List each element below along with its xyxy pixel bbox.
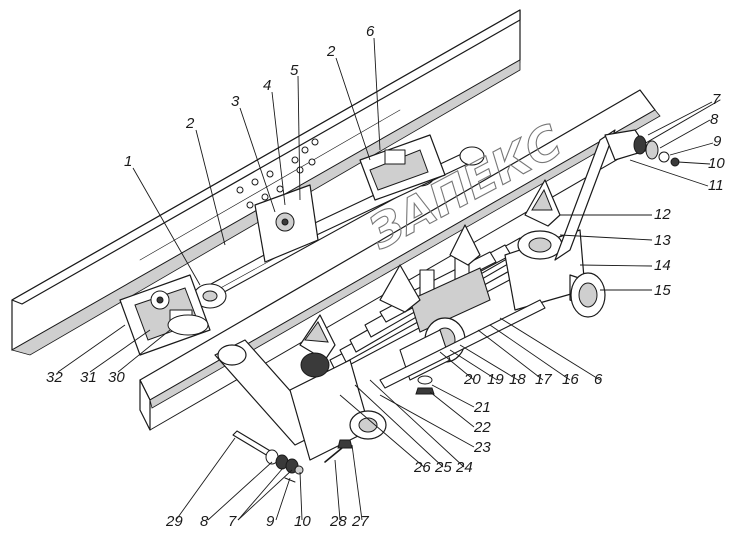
callout-2: 2: [326, 43, 336, 60]
callout-4: 4: [263, 77, 271, 94]
callout-23: 23: [473, 439, 491, 456]
callout-8: 8: [200, 513, 209, 530]
callout-8: 8: [710, 111, 719, 128]
callout-7: 7: [228, 513, 237, 530]
callout-14: 14: [654, 257, 671, 274]
pin-and-nut: [324, 439, 353, 463]
callout-22: 22: [473, 419, 491, 436]
callout-27: 27: [351, 513, 369, 530]
upper-bracket-assembly: [254, 134, 446, 263]
callout-26: 26: [413, 459, 431, 476]
callout-32: 32: [46, 369, 63, 386]
axle-housing-rear: [504, 229, 606, 318]
callout-16: 16: [562, 371, 579, 388]
callout-13: 13: [654, 232, 671, 249]
callout-11: 11: [708, 177, 724, 194]
spring-hanger-middle: [379, 224, 481, 313]
callout-12: 12: [654, 206, 671, 223]
callout-20: 20: [463, 371, 481, 388]
callout-9: 9: [266, 513, 275, 530]
callout-31: 31: [80, 369, 97, 386]
callout-17: 17: [535, 371, 552, 388]
bolt-bushing-kit: [232, 430, 304, 483]
callout-3: 3: [231, 93, 240, 110]
callout-leaders: [57, 37, 714, 521]
callout-25: 25: [434, 459, 452, 476]
callout-19: 19: [487, 371, 504, 388]
callout-6: 6: [366, 23, 375, 40]
callout-15: 15: [654, 282, 671, 299]
lower-reaction-rod: [379, 299, 546, 389]
axle-housing-front: [214, 339, 387, 461]
callout-29: 29: [165, 513, 183, 530]
callout-2: 2: [185, 115, 195, 132]
callout-21: 21: [473, 399, 491, 416]
callout-9: 9: [713, 133, 722, 150]
callout-labels: 1 2 2 3 4 5 6 6 7 7 8 8 9 9 10 10 11 12 …: [46, 23, 725, 530]
callout-18: 18: [509, 371, 526, 388]
callout-10: 10: [294, 513, 311, 530]
callout-6: 6: [594, 371, 603, 388]
callout-10: 10: [708, 155, 725, 172]
callout-7: 7: [712, 91, 721, 108]
callout-30: 30: [108, 369, 125, 386]
callout-5: 5: [290, 62, 299, 79]
callout-28: 28: [329, 513, 347, 530]
nut-washer-stack: [415, 375, 435, 395]
callout-1: 1: [124, 153, 132, 170]
shock-absorber-upper: [554, 129, 680, 261]
callout-24: 24: [455, 459, 473, 476]
